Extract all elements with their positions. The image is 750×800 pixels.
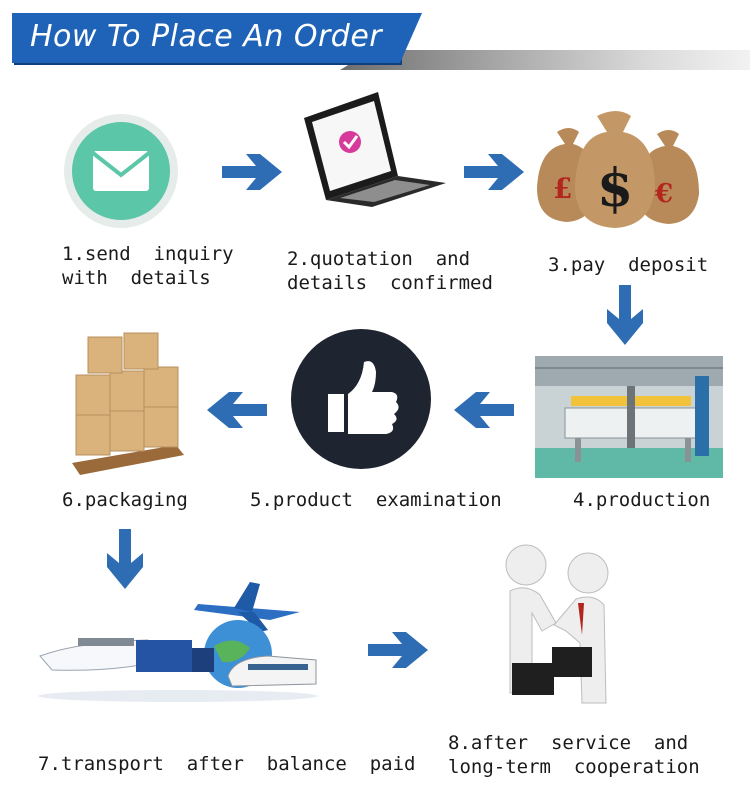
- step-1-label-line1: 1.send inquiry: [62, 243, 234, 265]
- arrow-down-icon: [107, 529, 143, 589]
- arrow-right-icon: [222, 154, 282, 190]
- step-7-label: 7.transport after balance paid: [38, 753, 416, 775]
- svg-text:$: $: [597, 158, 633, 219]
- arrow-down-icon: [607, 285, 643, 345]
- step-8-label-line2: long-term cooperation: [448, 756, 700, 778]
- header-gray-bar: [340, 50, 750, 70]
- title-box: How To Place An Order: [12, 13, 422, 63]
- factory-machine-icon: [535, 356, 723, 478]
- arrow-left-icon: [207, 392, 267, 428]
- step-2-label-line2: details confirmed: [287, 272, 493, 294]
- step-4-label: 4.production: [573, 489, 711, 511]
- transport-icon: [38, 582, 318, 702]
- laptop-icon: [304, 92, 446, 207]
- page-title: How To Place An Order: [30, 19, 383, 54]
- thumbs-up-icon: [291, 329, 431, 469]
- step-2-label-line1: 2.quotation and: [287, 248, 471, 270]
- svg-text:€: €: [654, 179, 673, 209]
- money-bags-icon: £ € $: [537, 111, 699, 228]
- step-1-label-line2: with details: [62, 267, 211, 289]
- step-8-label-line1: 8.after service and: [448, 732, 689, 754]
- envelope-icon: [64, 114, 178, 228]
- step-5-label: 5.product examination: [250, 489, 502, 511]
- header-banner: How To Place An Order: [0, 0, 750, 75]
- step-3-label: 3.pay deposit: [548, 254, 709, 276]
- step-6-label: 6.packaging: [62, 489, 188, 511]
- svg-text:£: £: [553, 172, 572, 205]
- arrow-right-icon: [368, 632, 428, 668]
- handshake-icon: [505, 544, 609, 704]
- arrow-left-icon: [454, 392, 514, 428]
- cardboard-boxes-icon: [72, 332, 184, 475]
- arrow-right-icon: [464, 154, 524, 190]
